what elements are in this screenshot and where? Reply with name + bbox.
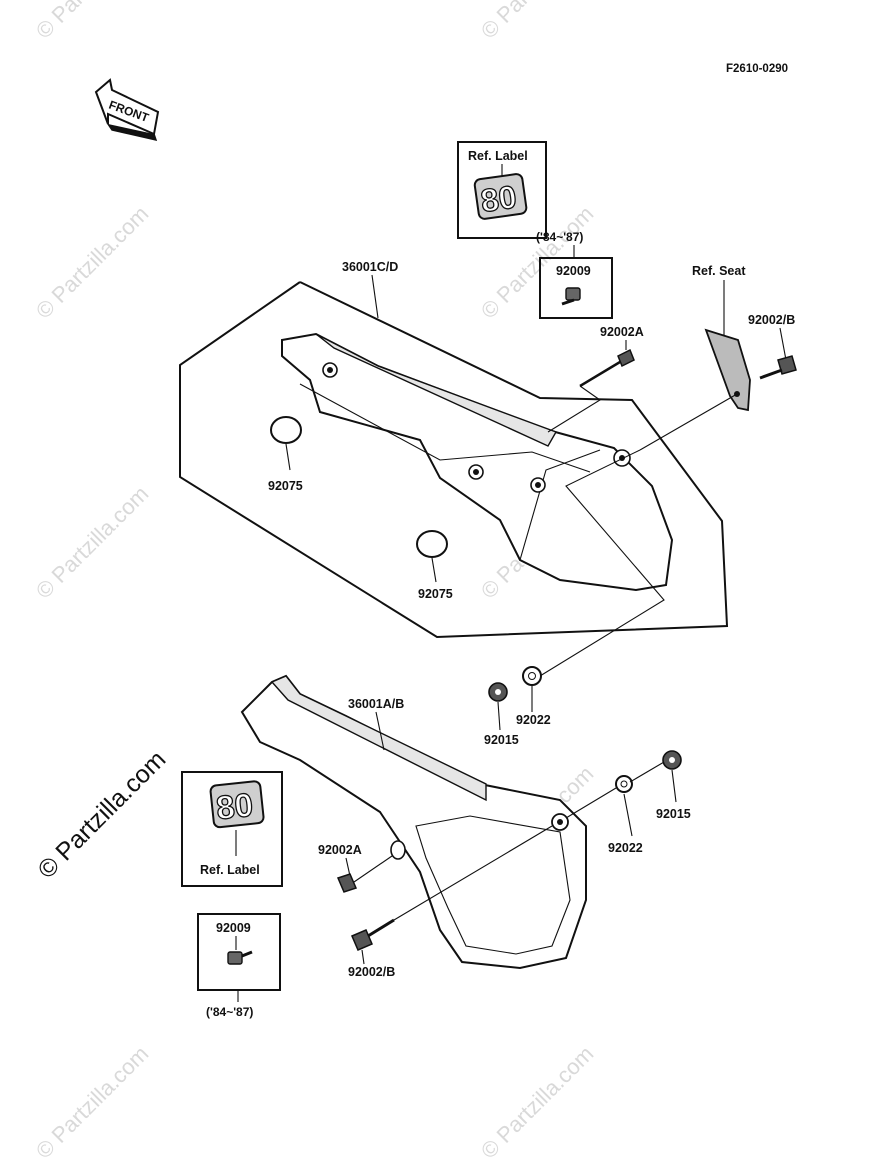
emblem-80-icon: 80 — [209, 780, 265, 829]
washer-icon — [522, 666, 542, 686]
grommet-icon — [416, 530, 448, 558]
nut-icon — [662, 750, 682, 770]
screw-icon — [227, 950, 253, 965]
emblem-text: 80 — [214, 786, 254, 827]
label-92022-right: 92022 — [608, 841, 643, 855]
watermark: © Partzilla.com — [476, 201, 599, 324]
nut-icon — [488, 682, 508, 702]
side-cover-inner — [281, 332, 674, 592]
emblem-text: 80 — [479, 178, 519, 219]
ref-label-box-top: Ref. Label 80 — [457, 141, 547, 239]
label-92002b-top: 92002/B — [748, 313, 795, 327]
watermark: © Partzilla.com — [31, 1041, 154, 1164]
watermark: © Partzilla.com — [31, 201, 154, 324]
watermark: © Partzilla.com — [476, 1041, 599, 1164]
grommet-icon — [270, 416, 302, 444]
watermark: © Partzilla.com — [31, 0, 154, 44]
label-92002a-bottom: 92002A — [318, 843, 362, 857]
ref-label-text: Ref. Label — [200, 863, 260, 877]
label-36001ab: 36001A/B — [348, 697, 404, 711]
label-92015-mid: 92015 — [484, 733, 519, 747]
diagram-code: F2610-0290 — [726, 63, 788, 75]
watermark: © Partzilla.com — [476, 0, 599, 44]
emblem-80-icon: 80 — [473, 173, 528, 220]
bolt-icon — [579, 348, 635, 388]
side-cover-outer — [240, 674, 587, 970]
part-number-92009: 92009 — [556, 264, 591, 278]
years-text: ('84~'87) — [206, 1005, 253, 1019]
years-text: ('84~'87) — [536, 230, 583, 244]
label-92002b-bottom: 92002/B — [348, 965, 395, 979]
label-ref-seat: Ref. Seat — [692, 264, 746, 278]
watermark-dark: © Partzilla.com — [32, 745, 171, 884]
ref-label-text: Ref. Label — [468, 149, 528, 163]
label-92075-left: 92075 — [268, 479, 303, 493]
bolt-icon — [759, 355, 797, 380]
bolt-icon — [351, 825, 553, 951]
seat-bracket-icon — [704, 328, 751, 412]
label-92075-low: 92075 — [418, 587, 453, 601]
front-arrow-icon: FRONT — [94, 78, 160, 142]
part-number-92009: 92009 — [216, 921, 251, 935]
part-box-92009-bottom: 92009 ('84~'87) — [197, 913, 281, 1019]
label-92022-mid: 92022 — [516, 713, 551, 727]
label-36001cd: 36001C/D — [342, 260, 398, 274]
label-92015-right: 92015 — [656, 807, 691, 821]
washer-icon — [615, 775, 633, 793]
bolt-icon — [336, 855, 393, 893]
assembly-outline-36001cd — [179, 281, 729, 639]
watermark: © Partzilla.com — [31, 481, 154, 604]
label-92002a-top: 92002A — [600, 325, 644, 339]
screw-icon — [561, 287, 581, 306]
part-box-92009-top: ('84~'87) 92009 — [536, 230, 613, 319]
ref-label-box-bottom: 80 Ref. Label — [181, 771, 283, 887]
